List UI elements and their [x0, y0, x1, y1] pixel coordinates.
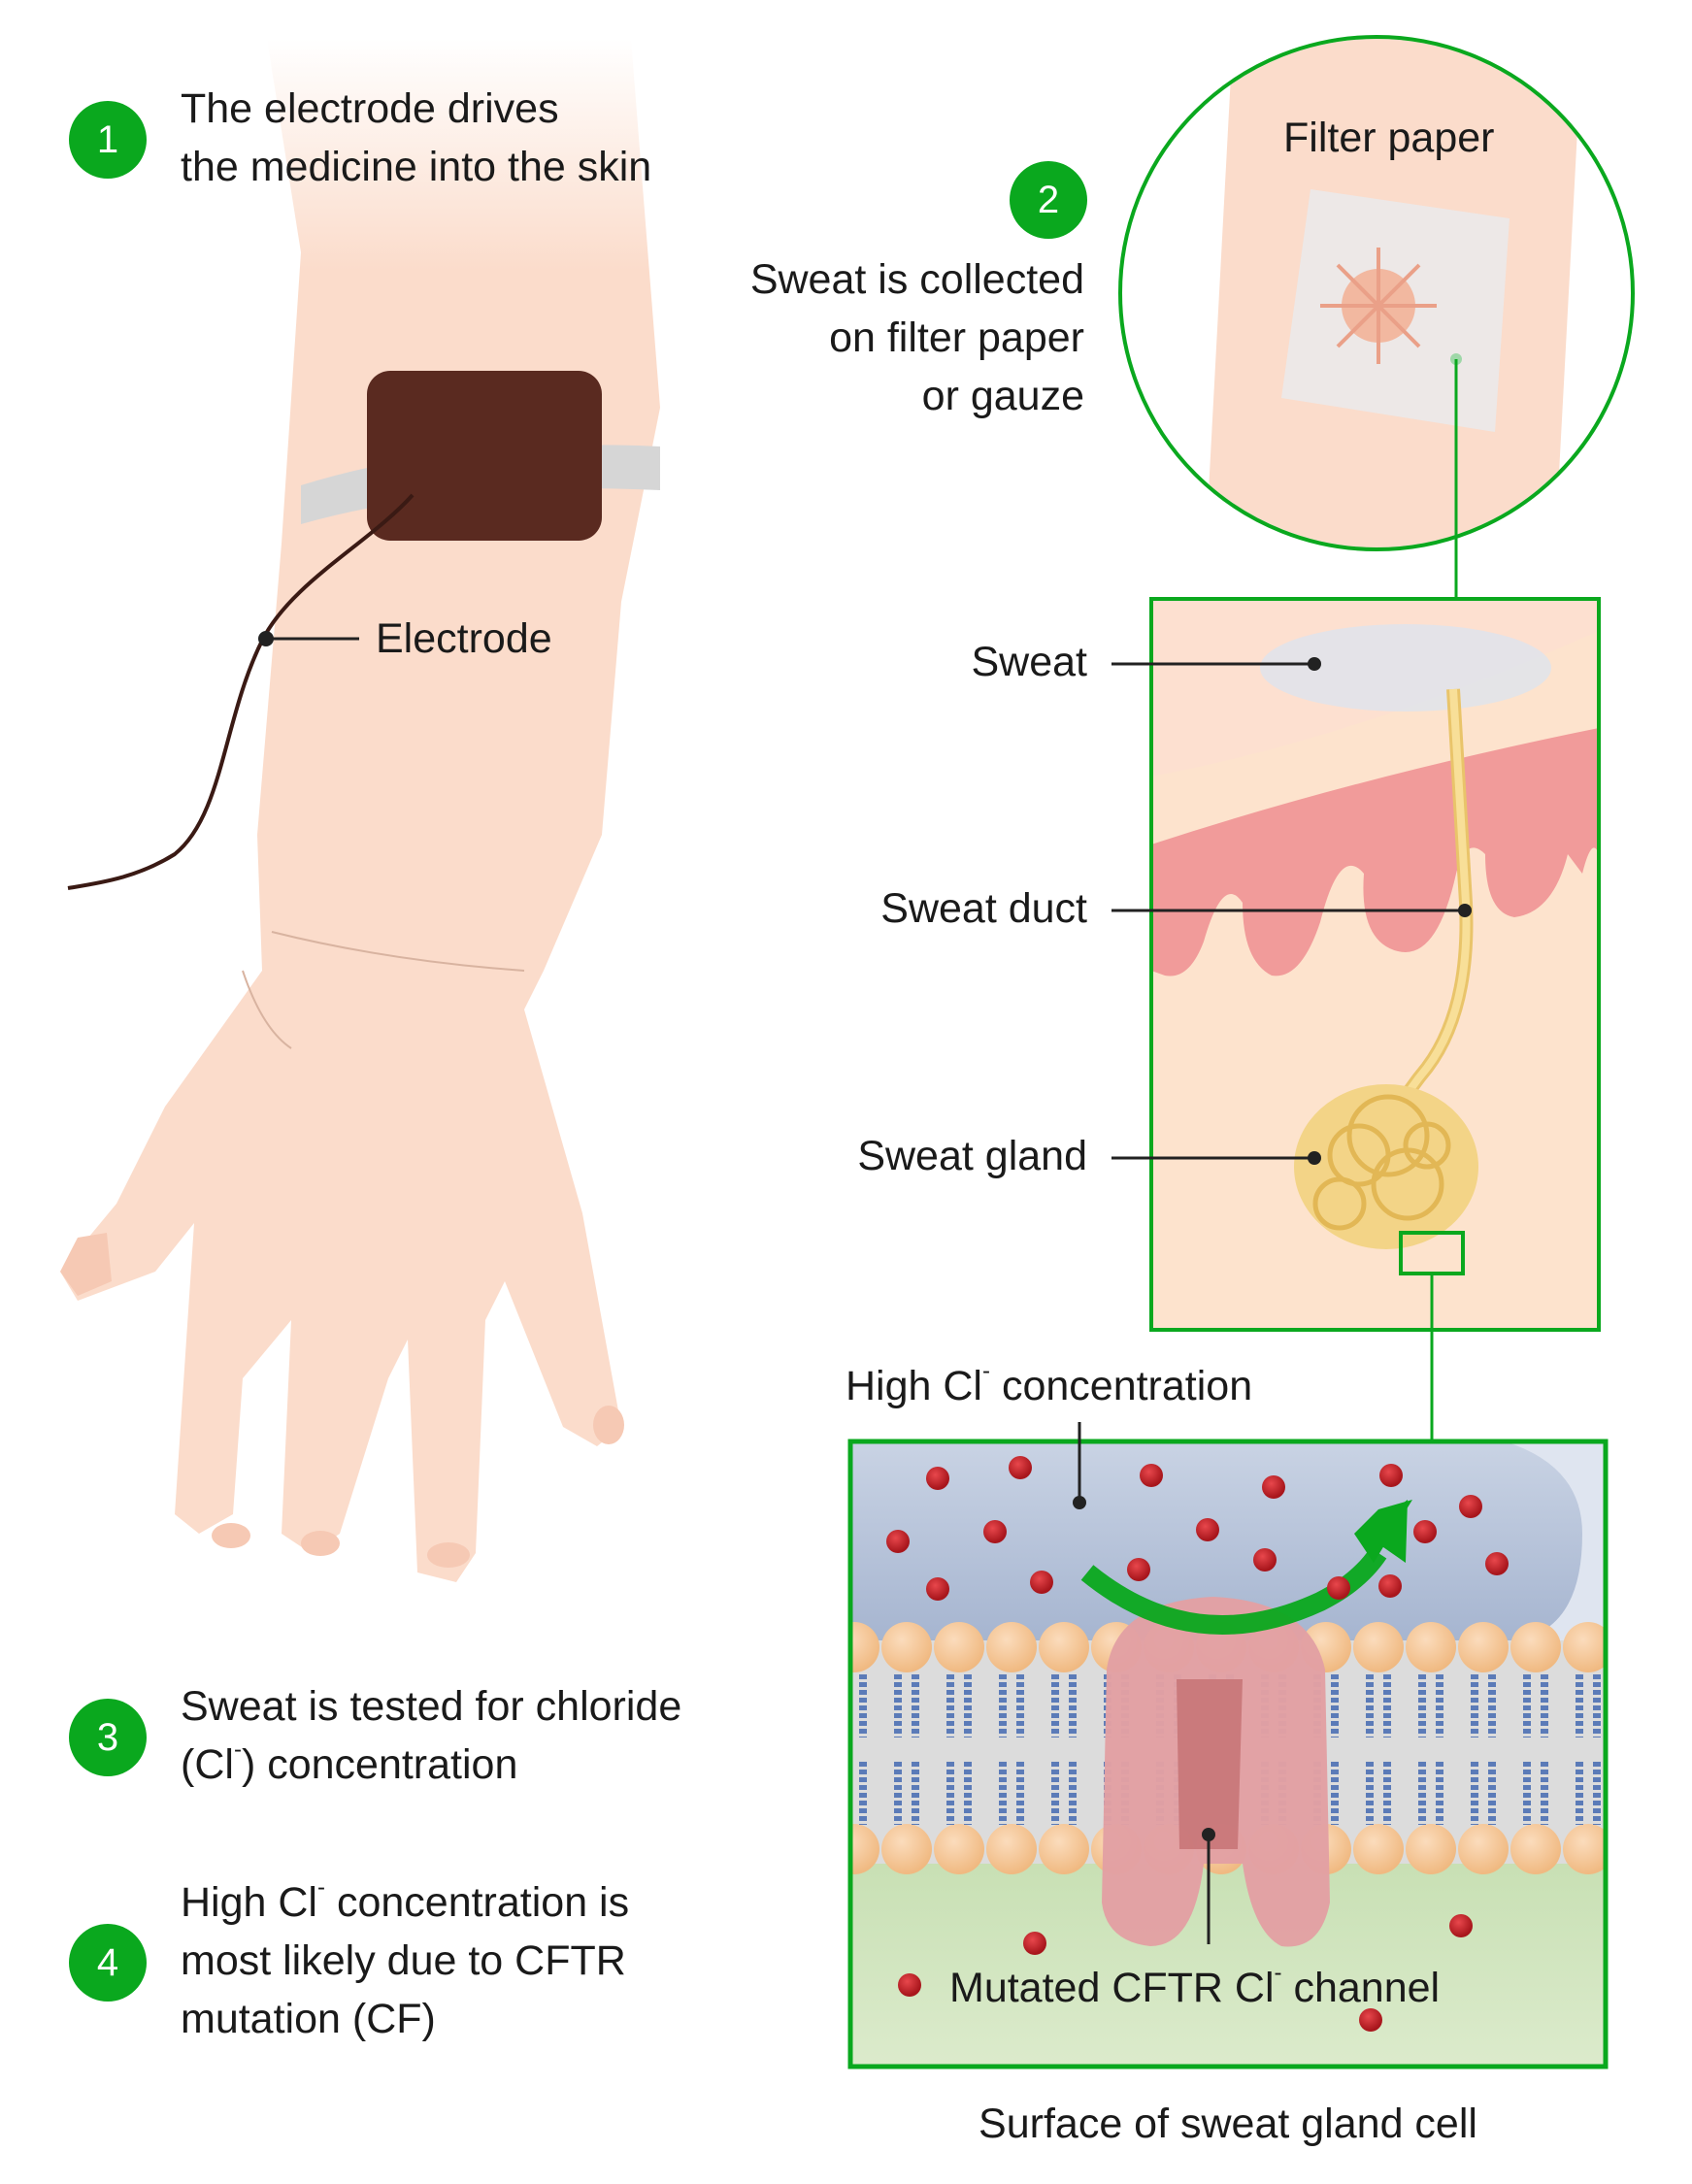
chloride-ion	[1023, 1932, 1046, 1955]
step-1-text-line-1: The electrode drives	[181, 85, 559, 132]
phospholipid-head	[1510, 1824, 1561, 1874]
phospholipid-head	[1039, 1824, 1089, 1874]
chloride-ion	[1140, 1464, 1163, 1487]
phospholipid-head	[1353, 1622, 1404, 1672]
phospholipid-head	[881, 1622, 932, 1672]
phospholipid-head	[986, 1824, 1037, 1874]
phospholipid-head	[934, 1824, 984, 1874]
filter-paper-label: Filter paper	[1283, 115, 1495, 161]
phospholipid-head	[1563, 1824, 1606, 1874]
chloride-ion	[1378, 1574, 1402, 1598]
sweat-duct-label: Sweat duct	[880, 885, 1087, 932]
step-4-badge: 4	[69, 1924, 147, 2002]
chloride-ion	[1030, 1571, 1053, 1594]
phospholipid-head	[1406, 1622, 1456, 1672]
phospholipid-head	[986, 1622, 1037, 1672]
step-2-text-line-3: or gauze	[921, 373, 1084, 419]
chloride-ion	[1253, 1548, 1277, 1572]
phospholipid-head	[1353, 1824, 1404, 1874]
phospholipid-head	[850, 1622, 879, 1672]
step-1-text-line-2: the medicine into the skin	[181, 144, 652, 190]
cftr-channel-label: Mutated CFTR Cl- channel	[949, 1960, 1441, 2012]
step-2-badge: 2	[1010, 161, 1087, 239]
chloride-ion	[983, 1520, 1007, 1543]
chloride-ion	[886, 1530, 910, 1553]
phospholipid-head	[1458, 1622, 1509, 1672]
chloride-ion	[926, 1467, 949, 1490]
phospholipid-head	[934, 1622, 984, 1672]
chloride-ions	[886, 1456, 1509, 2032]
caption: Surface of sweat gland cell	[979, 2101, 1477, 2147]
chloride-ion	[1262, 1475, 1285, 1499]
membrane-inset	[847, 1422, 1609, 2069]
step-3-badge: 3	[69, 1699, 147, 1776]
step-2-text-line-2: on filter paper	[829, 314, 1084, 361]
chloride-ion	[1359, 2008, 1382, 2032]
step-4-text-line-1: High Cl- concentration is	[181, 1874, 630, 1927]
skin-section-inset	[1111, 597, 1601, 1441]
electrode-label: Electrode	[376, 615, 552, 662]
chloride-ion	[1196, 1518, 1219, 1541]
phospholipid-head	[1563, 1622, 1606, 1672]
high-cl-label: High Cl- concentration	[846, 1358, 1253, 1410]
step-3-text-line-2: (Cl-) concentration	[181, 1737, 518, 1789]
chloride-ion	[1127, 1558, 1150, 1581]
sweat-label: Sweat	[971, 639, 1087, 685]
phospholipid-head	[1458, 1824, 1509, 1874]
phospholipid-head	[881, 1824, 932, 1874]
phospholipid-head	[850, 1824, 879, 1874]
chloride-ion	[1449, 1914, 1473, 1937]
step-2-text-line-1: Sweat is collected	[749, 256, 1084, 303]
chloride-ion	[1459, 1495, 1482, 1518]
chloride-ion	[1379, 1464, 1403, 1487]
electrode-pad	[367, 371, 602, 541]
step-4-text-line-3: mutation (CF)	[181, 1996, 436, 2042]
step-4-text-line-2: most likely due to CFTR	[181, 1937, 626, 1984]
sweat-gland-label: Sweat gland	[857, 1133, 1087, 1179]
chloride-ion	[926, 1577, 949, 1601]
chloride-ion	[1009, 1456, 1032, 1479]
chloride-ion	[1327, 1576, 1350, 1600]
step-3-text-line-1: Sweat is tested for chloride	[181, 1683, 682, 1730]
phospholipid-head	[1039, 1622, 1089, 1672]
step-1-badge: 1	[69, 101, 147, 179]
electrode-wire	[67, 493, 415, 890]
filter-paper-inset	[1118, 35, 1635, 597]
chloride-ion	[1485, 1552, 1509, 1575]
chloride-ion	[898, 1973, 921, 1997]
phospholipid-head	[1406, 1824, 1456, 1874]
arm	[60, 39, 660, 1582]
chloride-ion	[1413, 1520, 1437, 1543]
phospholipid-head	[1510, 1622, 1561, 1672]
